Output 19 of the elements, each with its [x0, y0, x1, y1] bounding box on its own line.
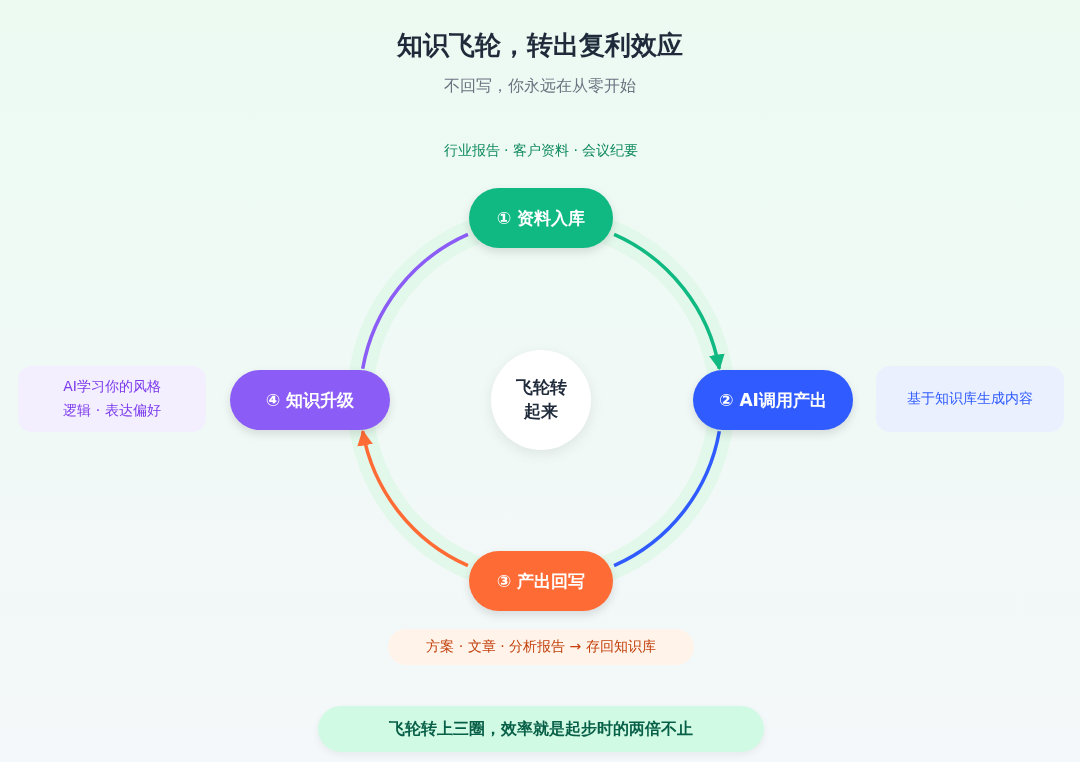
- step-pill: [469, 188, 613, 248]
- node-label: ① 资料入库: [496, 206, 586, 230]
- node-label: 飞轮转起来: [514, 376, 568, 423]
- node-label: AI学习你的风格逻辑 · 表达偏好: [62, 377, 162, 420]
- summary-banner: [318, 706, 764, 752]
- node-label: 飞轮转上三圈，效率就是起步时的两倍不止: [389, 718, 693, 740]
- node-label: ② AI调用产出: [719, 388, 827, 412]
- node-label: 基于知识库生成内容: [907, 389, 1033, 409]
- subtitle: 不回写，你永远在从零开始: [443, 76, 637, 97]
- step-pill: [230, 370, 390, 430]
- source-label: 行业报告 · 客户资料 · 会议纪要: [442, 142, 640, 160]
- node-label: 方案 · 文章 · 分析报告 → 存回知识库: [426, 638, 656, 656]
- node-label: ④ 知识升级: [265, 388, 355, 412]
- arrow: [613, 232, 724, 371]
- step-pill: [693, 370, 853, 430]
- step-pill: [469, 551, 613, 611]
- node-label: ③ 产出回写: [496, 569, 586, 593]
- title: 知识飞轮，转出复利效应: [396, 29, 684, 62]
- arrow: [358, 429, 469, 568]
